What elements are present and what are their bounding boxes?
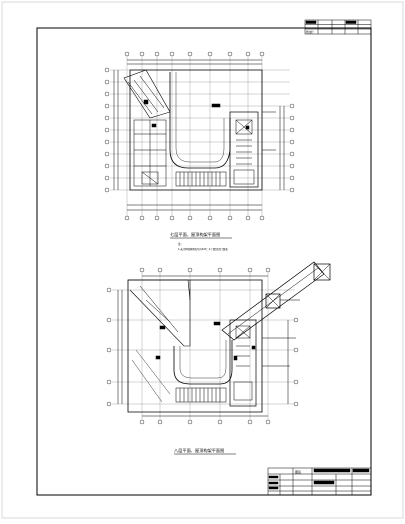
bottom-plan-axis-bubbles [106,267,299,425]
revision-block [304,19,372,35]
top-plan-note-text: 1.未注明墙体厚度均为200；2.门窗详见门窗表 [178,247,228,251]
bottom-floor-plan [112,261,331,420]
bottom-plan-title: 八层平面、屋顶构架平面图 [174,447,224,454]
top-plan-title: 七层平面、屋顶构架平面图 [170,231,220,238]
top-floor-plan [110,56,290,216]
top-plan-axis-bubbles [104,51,295,221]
top-plan-note-heading: 注： [178,242,183,246]
title-block [267,467,372,496]
title-block-label: 图签 [295,469,301,474]
revision-block-label: 修改栏 [306,30,314,34]
frame-border [36,27,372,496]
